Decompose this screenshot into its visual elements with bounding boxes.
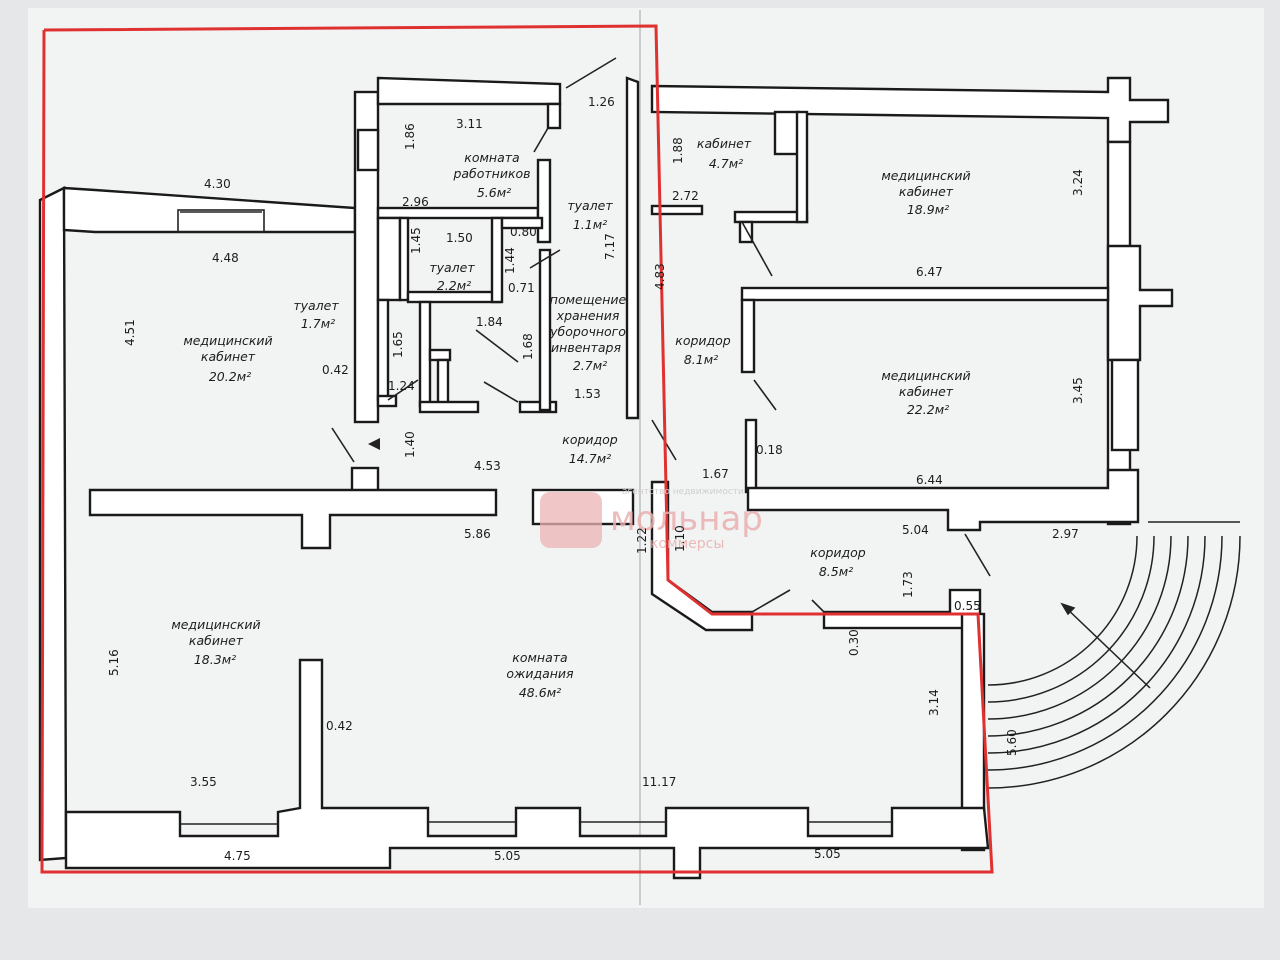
dim-7-17: 7.17 xyxy=(603,233,617,260)
walls xyxy=(38,76,1174,880)
dim-4-53: 4.53 xyxy=(474,459,501,473)
room-med-right-top: медицинский кабинет 18.9м² xyxy=(881,168,974,217)
watermark-sub: коммерсы xyxy=(650,536,724,552)
dim-1-26: 1.26 xyxy=(588,95,615,109)
dim-1-45: 1.45 xyxy=(409,227,423,254)
dim-4-48: 4.48 xyxy=(212,251,239,265)
dim-4-75: 4.75 xyxy=(224,849,251,863)
room-waiting: комната ожидания 48.6м² xyxy=(506,650,577,700)
room-med-left-bottom: медицинский кабинет 18.3м² xyxy=(171,617,264,667)
dim-5-60: 5.60 xyxy=(1005,729,1019,756)
dim-1-67: 1.67 xyxy=(702,467,729,481)
dim-1-44: 1.44 xyxy=(503,247,517,274)
room-labels: комната работников 5.6м² кабинет 4.7м² м… xyxy=(171,136,974,700)
dim-11-17: 11.17 xyxy=(642,775,676,789)
dim-3-55: 3.55 xyxy=(190,775,217,789)
dim-1-10: 1.10 xyxy=(673,525,687,552)
dim-6-47: 6.47 xyxy=(916,265,943,279)
highlight-outline xyxy=(40,24,994,874)
dim-4-83: 4.83 xyxy=(653,263,667,290)
dim-1-24: 1.24 xyxy=(388,379,415,393)
dim-2-96: 2.96 xyxy=(402,195,429,209)
dim-5-04: 5.04 xyxy=(902,523,929,537)
dim-2-97: 2.97 xyxy=(1052,527,1079,541)
paper-sheet xyxy=(28,8,1264,908)
dim-4-51: 4.51 xyxy=(123,319,137,346)
room-corridor-147: коридор 14.7м² xyxy=(562,432,621,466)
dim-1-86: 1.86 xyxy=(403,123,417,150)
watermark: мольнар коммерсы агентство недвижимости xyxy=(540,487,763,552)
dim-4-30: 4.30 xyxy=(204,177,231,191)
dim-5-05-right: 5.05 xyxy=(814,847,841,861)
dim-3-45: 3.45 xyxy=(1071,377,1085,404)
watermark-top: агентство недвижимости xyxy=(622,487,744,497)
room-toilet-11: туалет 1.1м² xyxy=(567,198,616,232)
dim-1-50: 1.50 xyxy=(446,231,473,245)
dim-5-05-left: 5.05 xyxy=(494,849,521,863)
room-storage: помещение хранения уборочного инвентаря … xyxy=(549,292,630,373)
dim-3-14: 3.14 xyxy=(927,689,941,716)
room-toilet-17: туалет 1.7м² xyxy=(293,298,342,331)
dim-0-18: 0.18 xyxy=(756,443,783,457)
dim-5-16: 5.16 xyxy=(107,649,121,676)
dim-0-71: 0.71 xyxy=(508,281,535,295)
room-med-right-mid: медицинский кабинет 22.2м² xyxy=(881,368,974,417)
dim-0-42-bottom: 0.42 xyxy=(326,719,353,733)
porch-stairs xyxy=(987,521,1241,789)
dim-1-84: 1.84 xyxy=(476,315,503,329)
dim-1-73: 1.73 xyxy=(901,571,915,598)
dim-1-40: 1.40 xyxy=(403,431,417,458)
dim-5-86: 5.86 xyxy=(464,527,491,541)
room-staff-room: комната работников 5.6м² xyxy=(452,150,534,200)
room-corridor-81: коридор 8.1м² xyxy=(675,333,734,367)
dim-3-24: 3.24 xyxy=(1071,169,1085,196)
dim-1-22: 1.22 xyxy=(635,527,649,554)
door-arrow-icon xyxy=(368,438,380,450)
dim-1-53: 1.53 xyxy=(574,387,601,401)
dim-3-11: 3.11 xyxy=(456,117,483,131)
dim-0-30: 0.30 xyxy=(847,629,861,656)
door-lines xyxy=(331,57,991,613)
dimension-labels: 3.11 1.26 1.86 1.88 3.24 4.30 2.96 2.72 … xyxy=(107,95,1085,863)
watermark-brand: мольнар xyxy=(610,499,763,539)
dim-1-88: 1.88 xyxy=(671,137,685,164)
room-cabinet-small: кабинет 4.7м² xyxy=(697,136,755,171)
room-corridor-85: коридор 8.5м² xyxy=(810,545,869,579)
room-med-left-top: медицинский кабинет 20.2м² xyxy=(183,333,276,384)
dim-0-42-top: 0.42 xyxy=(322,363,349,377)
dim-0-55: 0.55 xyxy=(954,599,981,613)
dim-1-65: 1.65 xyxy=(391,331,405,358)
dim-6-44: 6.44 xyxy=(916,473,943,487)
dim-2-72: 2.72 xyxy=(672,189,699,203)
room-toilet-22: туалет 2.2м² xyxy=(429,260,478,293)
dim-0-80: 0.80 xyxy=(510,225,537,239)
dim-1-68: 1.68 xyxy=(521,333,535,360)
